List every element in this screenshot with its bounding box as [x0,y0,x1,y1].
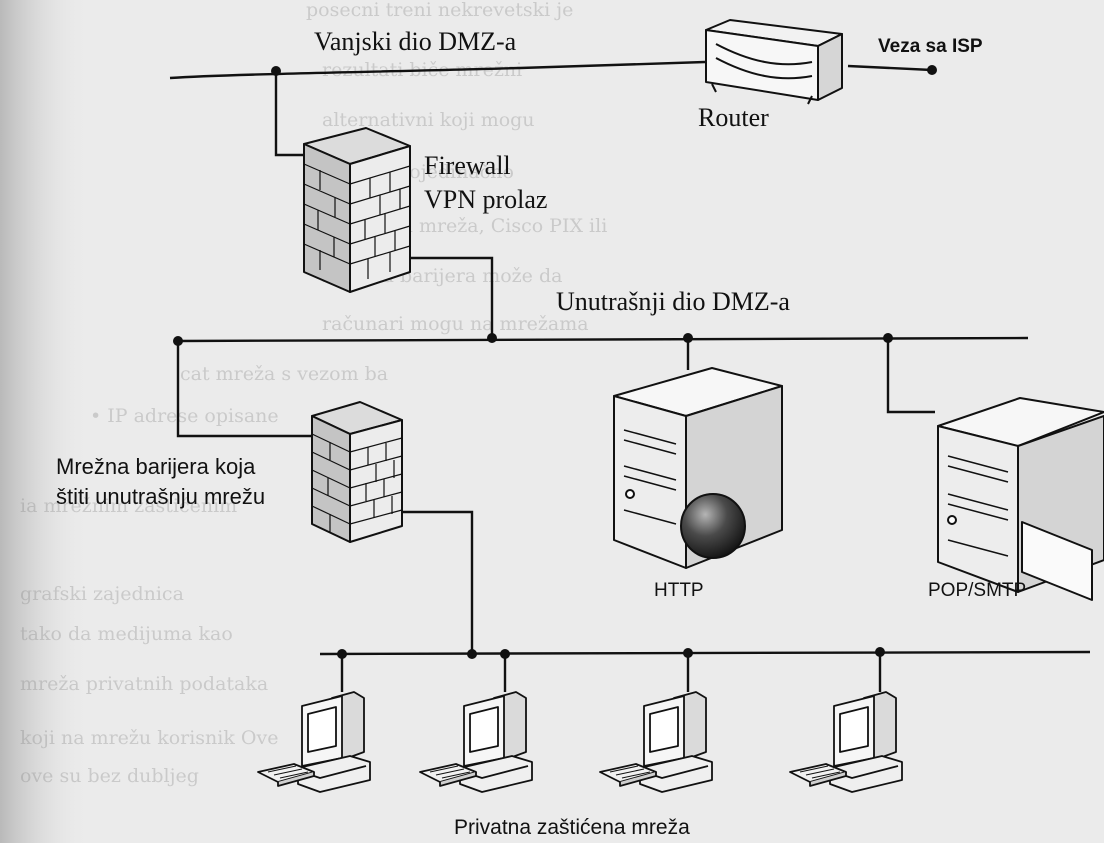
svg-text:grafski zajednica: grafski zajednica [20,583,184,605]
pop-smtp-server-label: POP/SMTP [928,580,1026,601]
firewall-to-inner-line [404,256,494,336]
inner-to-barrier-line [176,341,318,438]
workstation-icon [789,691,903,793]
svg-text:koji na mrežu korisnik Ove: koji na mrežu korisnik Ove [20,727,278,749]
svg-text:ia mrežnim zaštićenim: ia mrežnim zaštićenim [20,495,237,517]
barrier-to-lan-line [400,510,474,650]
firewall-label: Firewall [424,151,511,180]
inner-dmz-label: Unutrašnji dio DMZ-a [556,287,790,316]
svg-text:računari mogu na mrežama: računari mogu na mrežama [322,313,589,335]
workstation-icon [419,691,533,793]
outer-dmz-label: Vanjski dio DMZ-a [314,27,517,56]
mail-envelope-icon [1021,521,1093,601]
svg-text:• IP adrese opisane: • IP adrese opisane [90,405,279,427]
http-server-label: HTTP [654,580,704,601]
private-lan-line [319,650,1091,656]
isp-link-line [847,64,933,72]
svg-text:cat mreža s vezom ba: cat mreža s vezom ba [180,363,388,385]
firewall-icon [303,127,411,293]
connection-nodes [173,65,937,659]
workstation-icon [599,691,713,793]
firewall-icon [311,401,403,543]
barrier-label-line1: Mrežna barijera koja [56,454,256,479]
svg-text:ove su bez dubljeg: ove su bez dubljeg [20,765,199,787]
inner-to-pop-line [886,338,935,414]
outer-dmz-line [169,60,706,80]
workstation-icon [257,691,371,793]
diagram-labels: Vanjski dio DMZ-a Veza sa ISP Router Fir… [56,27,1026,839]
page-shadow [0,0,90,843]
isp-link-label: Veza sa ISP [878,36,983,57]
private-network-label: Privatna zaštićena mreža [454,816,690,839]
barrier-label-line2: štiti unutrašnju mrežu [56,484,265,509]
outer-to-firewall-line [274,72,310,157]
inner-dmz-line [177,336,1029,343]
router-label: Router [698,103,769,132]
bleed-through-text: posecni treni nekrevetski je rezultati b… [20,0,607,787]
vpn-gateway-label: VPN prolaz [424,185,547,214]
globe-icon [680,493,746,559]
router-icon [705,19,843,105]
svg-text:mreža privatnih podataka: mreža privatnih podataka [20,673,268,695]
svg-text:posecni treni nekrevetski je: posecni treni nekrevetski je [306,0,573,21]
svg-text:tako da medijuma kao: tako da medijuma kao [20,623,233,645]
svg-text:alternativni koji mogu: alternativni koji mogu [322,109,535,131]
